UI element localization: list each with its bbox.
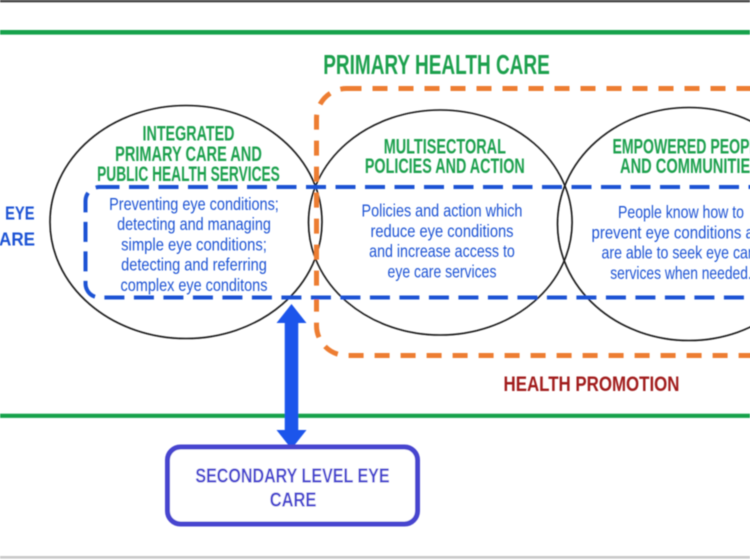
svg-text:AND COMMUNITIES: AND COMMUNITIES xyxy=(620,155,750,178)
svg-text:People know how to: People know how to xyxy=(618,202,744,222)
svg-text:SECONDARY LEVEL EYE: SECONDARY LEVEL EYE xyxy=(195,464,389,487)
svg-text:CARE: CARE xyxy=(270,489,317,512)
svg-text:PUBLIC HEALTH SERVICES: PUBLIC HEALTH SERVICES xyxy=(97,163,280,186)
svg-text:MULTISECTORAL: MULTISECTORAL xyxy=(384,135,506,158)
svg-text:PRIMARY HEALTH CARE: PRIMARY HEALTH CARE xyxy=(323,49,550,80)
svg-text:Preventing eye conditions;: Preventing eye conditions; xyxy=(109,194,279,214)
svg-text:PRIMARY CARE AND: PRIMARY CARE AND xyxy=(115,143,262,166)
svg-text:reduce eye conditions: reduce eye conditions xyxy=(370,221,513,241)
svg-text:HEALTH PROMOTION: HEALTH PROMOTION xyxy=(504,373,680,396)
svg-text:prevent eye conditions and: prevent eye conditions and xyxy=(592,222,750,242)
svg-text:POLICIES AND ACTION: POLICIES AND ACTION xyxy=(365,155,525,178)
svg-text:simple eye conditions;: simple eye conditions; xyxy=(121,234,267,254)
svg-text:eye care services: eye care services xyxy=(388,261,497,281)
svg-text:complex eye conditons: complex eye conditons xyxy=(121,275,268,295)
svg-text:ARE: ARE xyxy=(0,229,35,250)
svg-text:are able to seek eye care: are able to seek eye care xyxy=(602,243,750,263)
svg-text:services when needed.: services when needed. xyxy=(610,263,750,283)
svg-text:INTEGRATED: INTEGRATED xyxy=(143,122,235,145)
svg-text:Policies and action which: Policies and action which xyxy=(362,201,523,221)
svg-text:detecting and referring: detecting and referring xyxy=(121,255,267,275)
svg-text:EMPOWERED PEOPLE: EMPOWERED PEOPLE xyxy=(613,136,750,159)
svg-text:EYE: EYE xyxy=(5,203,35,224)
svg-text:detecting and managing: detecting and managing xyxy=(117,214,271,234)
svg-text:and increase access to: and increase access to xyxy=(369,241,515,261)
